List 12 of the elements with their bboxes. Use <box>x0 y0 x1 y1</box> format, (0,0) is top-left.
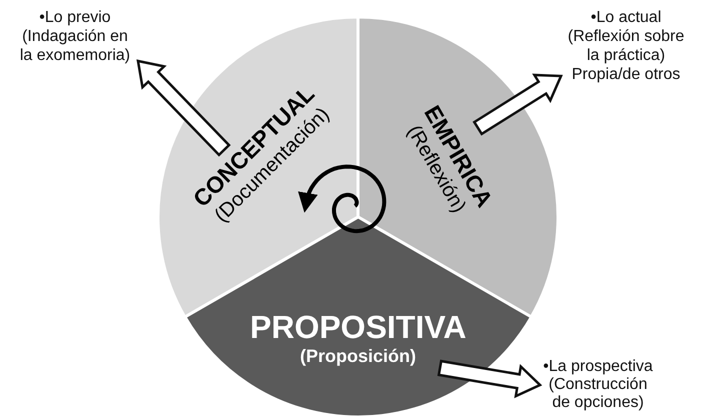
block-arrow <box>472 74 563 136</box>
annotation-text: (Construcción de opciones) <box>548 376 648 412</box>
sector-heading: PROPOSITIVA <box>250 311 466 343</box>
annotation-text: •Lo actual <box>590 8 662 27</box>
sector-subtitle: (Proposición) <box>300 347 416 365</box>
annotation-text: (Reflexión sobre la práctica) <box>566 27 686 65</box>
annotation-text: (Indagación en la exomemoria) <box>18 27 132 65</box>
annotation-text: •La prospectiva <box>542 358 654 376</box>
block-arrow <box>437 360 542 398</box>
annotation-text: Propia/de otros <box>570 65 682 84</box>
annotation-text: •Lo previo <box>38 8 112 27</box>
block-arrow <box>136 59 231 157</box>
